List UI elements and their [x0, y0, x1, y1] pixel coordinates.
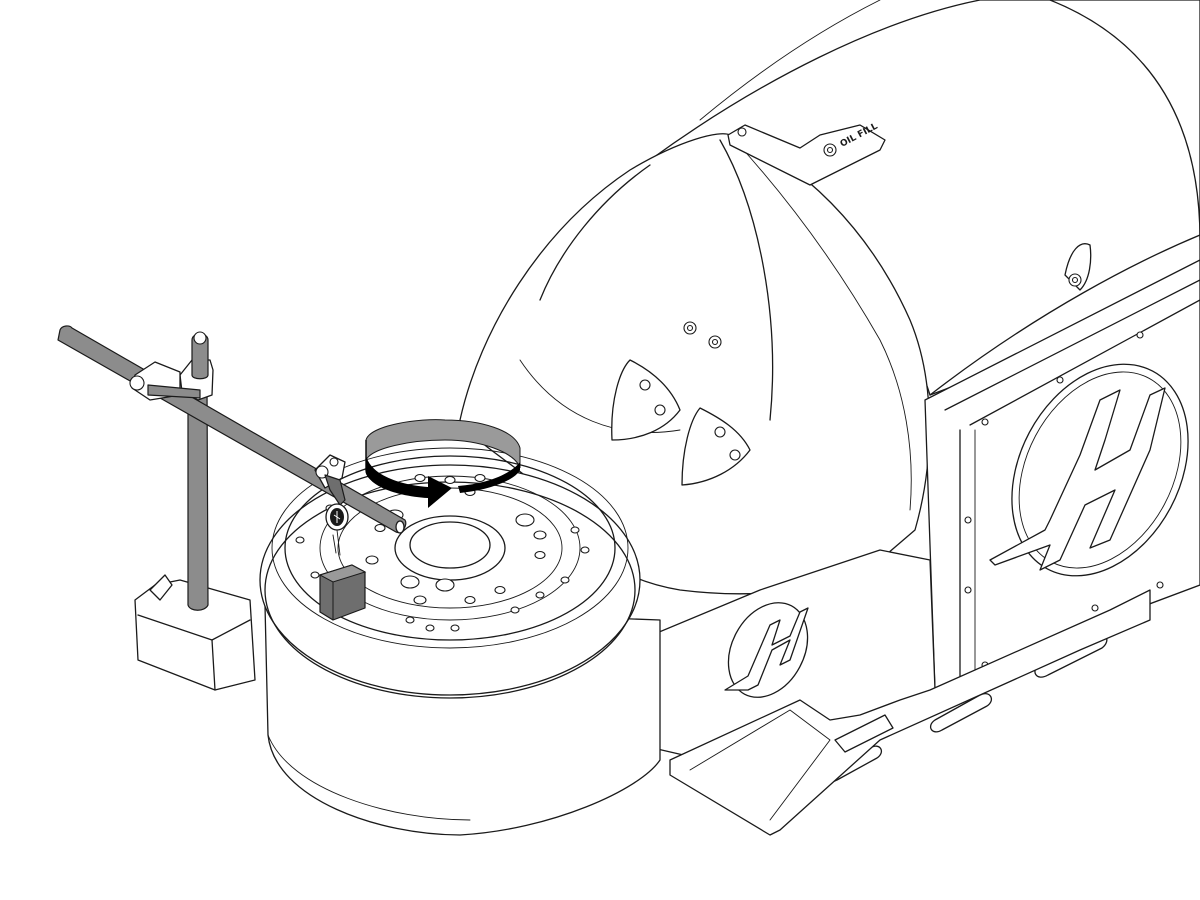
brand-logo-small — [724, 602, 809, 698]
rotation-arrow — [365, 419, 521, 508]
arm-clamp — [129, 361, 201, 401]
lifting-lug-left — [611, 359, 681, 441]
magnetic-base — [134, 574, 256, 691]
brand-logo-large — [989, 363, 1189, 577]
housing-fitting — [1064, 243, 1092, 291]
indicator-stand-post — [187, 384, 209, 611]
side-cover-panel — [825, 259, 1200, 783]
lifting-lug-right — [681, 407, 751, 486]
shell-screws — [683, 321, 722, 349]
horizontal-arm — [57, 325, 407, 534]
dial-indicator — [324, 474, 349, 556]
test-block — [318, 564, 367, 621]
